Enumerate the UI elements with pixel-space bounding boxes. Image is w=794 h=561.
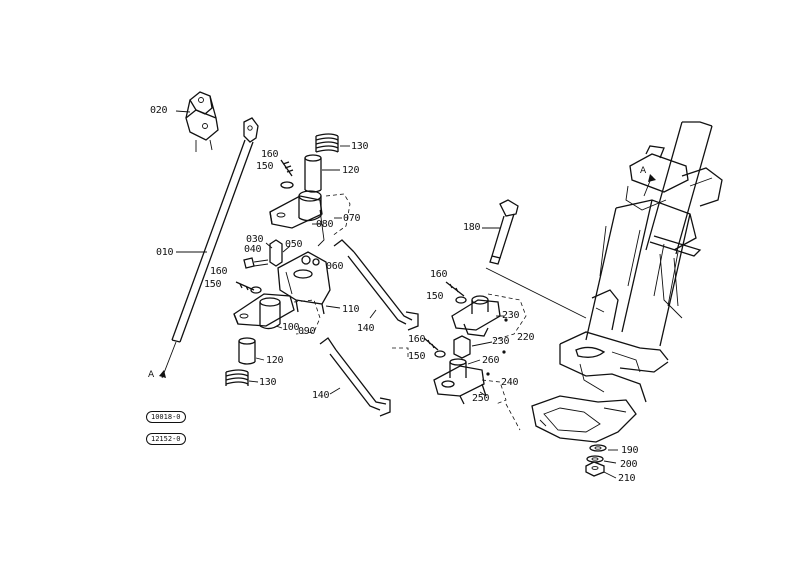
label-070: 070 (343, 213, 361, 224)
part-190-washer (589, 444, 607, 452)
bracket-dashed-070 (325, 193, 351, 237)
part-150-washer-c (455, 296, 467, 304)
label-190: 190 (621, 445, 639, 456)
label-260: 260 (482, 355, 500, 366)
part-120-pin-bottom (238, 337, 256, 365)
label-160-d: 160 (408, 334, 426, 345)
part-180-bolt (489, 199, 519, 265)
part-120-pin-top (304, 154, 322, 193)
part-200-washer (586, 455, 604, 463)
label-080: 080 (316, 219, 334, 230)
leader-250 (479, 391, 487, 397)
leader-230b (471, 341, 493, 347)
leader-140a (369, 309, 377, 319)
leader-210 (603, 471, 617, 479)
guide-line-180 (485, 267, 587, 319)
arrow-a-right-label: A (640, 166, 646, 176)
part-020-bracket (185, 91, 219, 152)
leader-260 (467, 359, 481, 365)
label-150-c: 150 (426, 291, 444, 302)
arrow-a-left-label: A (148, 370, 154, 380)
part-150-washer-d (434, 350, 446, 358)
guide-dashed-1 (392, 347, 409, 360)
label-050: 050 (285, 239, 303, 250)
label-150-b: 150 (204, 279, 222, 290)
label-230-lower: 230 (492, 336, 510, 347)
label-010: 010 (156, 247, 174, 258)
leader-030 (265, 242, 273, 249)
label-140-lower: 140 (312, 390, 330, 401)
leader-050 (282, 245, 291, 253)
part-160-screw-d (423, 337, 439, 351)
bracket-dashed-240 (481, 379, 507, 405)
label-160-a: 160 (261, 149, 279, 160)
label-200: 200 (620, 459, 638, 470)
label-250: 250 (472, 393, 490, 404)
label-160-b: 160 (210, 266, 228, 277)
part-250-lower-arm (433, 365, 487, 405)
part-140-link-upper (333, 239, 419, 331)
label-030: 030 (246, 234, 264, 245)
part-110-lever-body (277, 251, 331, 315)
part-220-upper-arm (451, 295, 501, 337)
part-230-sleeve (453, 335, 471, 359)
label-150-d: 150 (408, 351, 426, 362)
leader-110 (325, 305, 341, 309)
reference-stamp-2: 12152-0 (146, 433, 186, 445)
part-060-nut (301, 255, 320, 266)
bracket-dashed-220 (487, 293, 527, 341)
label-060: 060 (326, 261, 344, 272)
part-100-lower-lever (233, 293, 295, 330)
leader-020 (175, 110, 191, 113)
part-010-rod (159, 117, 259, 379)
label-130-bottom: 130 (259, 377, 277, 388)
part-260-pin (449, 358, 467, 378)
leader-140b (329, 387, 341, 395)
part-160-screw-c (445, 281, 465, 297)
leader-120b (255, 357, 265, 361)
part-050-sleeve (269, 239, 283, 267)
label-090: 090 (298, 326, 316, 337)
part-160-screw-a (280, 159, 294, 177)
part-130-spring-bottom (225, 369, 249, 386)
label-140-upper: 140 (357, 323, 375, 334)
label-150-a: 150 (256, 161, 274, 172)
reference-stamp-1: 10018-0 (146, 411, 186, 423)
leader-200 (603, 460, 617, 464)
label-130-top: 130 (351, 141, 369, 152)
part-140-link-lower (319, 337, 391, 417)
label-020: 020 (150, 105, 168, 116)
leader-130b (248, 380, 259, 383)
arrow-a-right-head (648, 174, 656, 182)
label-100: 100 (282, 322, 300, 333)
label-120-bottom: 120 (266, 355, 284, 366)
part-070-upper-lever (269, 190, 325, 247)
label-230-upper: 230 (502, 310, 520, 321)
label-210: 210 (618, 473, 636, 484)
label-160-c: 160 (430, 269, 448, 280)
part-040-bolt (243, 257, 269, 269)
label-120-top: 120 (342, 165, 360, 176)
part-210-nut (585, 461, 605, 477)
part-130-spring-top (315, 133, 339, 153)
part-150-washer-a (280, 181, 294, 189)
label-110: 110 (342, 304, 360, 315)
main-frame-column (531, 121, 723, 443)
label-180: 180 (463, 222, 481, 233)
label-220: 220 (517, 332, 535, 343)
label-040: 040 (244, 244, 262, 255)
guide-dashed-2 (505, 403, 521, 431)
leader-100 (275, 325, 283, 329)
label-240: 240 (501, 377, 519, 388)
part-150-washer-b (250, 286, 262, 294)
